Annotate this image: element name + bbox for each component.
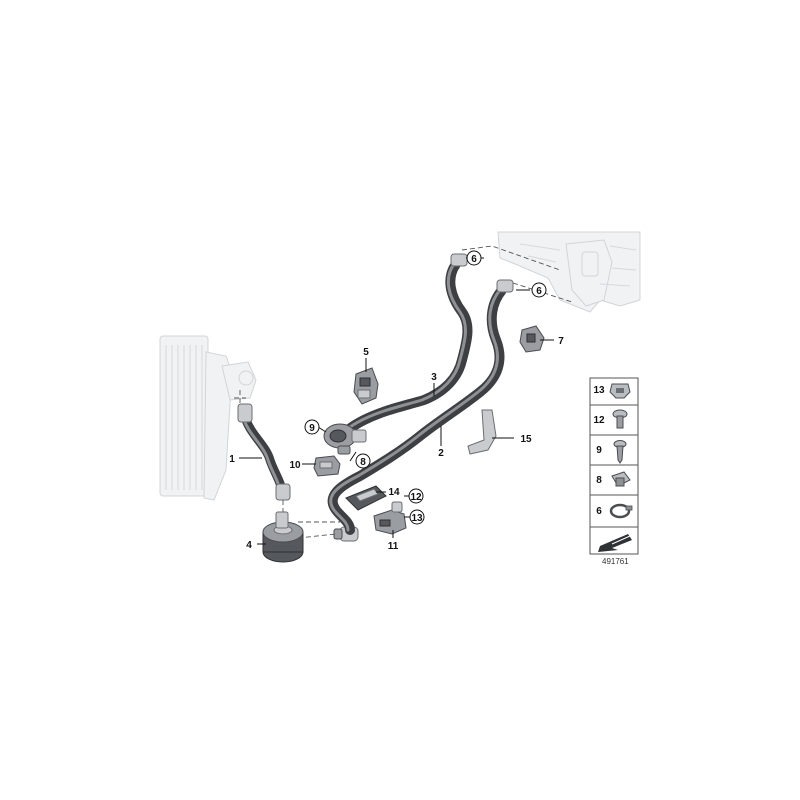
fastener-legend: 13 12 9 8 6 [589,377,639,555]
callout-12: 12 [408,488,424,504]
callout-label-11: 11 [388,541,399,552]
screw-icon [613,440,627,464]
radiator-ghost [159,335,257,501]
callout-11: 11 [388,541,399,552]
callout-4: 4 [246,540,252,551]
callout-label-4: 4 [246,540,252,551]
bracket-10 [313,455,341,477]
callout-3: 3 [431,372,437,383]
callout-9: 9 [304,419,320,435]
callout-label-2: 2 [438,448,444,459]
callout-label-6-lower: 6 [536,286,542,297]
callout-label-12: 12 [410,492,422,503]
hex-bolt-icon [612,409,628,429]
callout-label-14: 14 [388,487,400,498]
callout-1: 1 [229,454,235,465]
callout-label-6-upper: 6 [471,254,477,265]
electric-water-pump [262,511,304,563]
callout-label-1: 1 [229,454,235,465]
callout-15: 15 [520,434,532,445]
connection-lines [234,245,573,539]
callout-2: 2 [438,448,444,459]
callout-7: 7 [558,336,564,347]
spring-nut-icon [609,383,631,399]
callout-6-upper: 6 [466,250,482,266]
hose-clamp-icon [609,503,633,519]
legend-number-13: 13 [593,385,605,396]
coolant-valve [323,423,367,455]
callout-label-5: 5 [363,347,369,358]
callout-5: 5 [363,347,369,358]
callout-label-8: 8 [360,457,366,468]
engine-ghost [497,231,641,313]
coolant-hose-2 [327,279,514,535]
callout-14: 14 [388,487,400,498]
bracket-5 [353,367,379,405]
direction-arrow-icon [598,534,632,552]
callout-label-10: 10 [289,460,301,471]
callout-8: 8 [355,453,371,469]
coolant-hose-3 [333,253,473,445]
holder-11 [373,501,407,535]
callout-label-9: 9 [309,423,315,434]
legend-number-9: 9 [596,445,602,456]
callout-label-15: 15 [520,434,532,445]
callout-label-7: 7 [558,336,564,347]
callout-10: 10 [289,460,301,471]
leader-lines [239,257,554,545]
legend-number-6: 6 [596,506,602,517]
bracket-15 [467,409,497,455]
square-nut-icon [611,471,631,487]
reference-number: 491761 [602,557,629,566]
coolant-hose-1 [237,403,291,501]
callout-label-3: 3 [431,372,437,383]
rubber-pad-14 [345,485,387,511]
callout-6-lower: 6 [531,282,547,298]
callout-13: 13 [409,509,425,525]
legend-number-8: 8 [596,475,602,486]
legend-number-12: 12 [593,415,605,426]
callout-label-13: 13 [411,513,423,524]
holder-7 [519,325,545,353]
